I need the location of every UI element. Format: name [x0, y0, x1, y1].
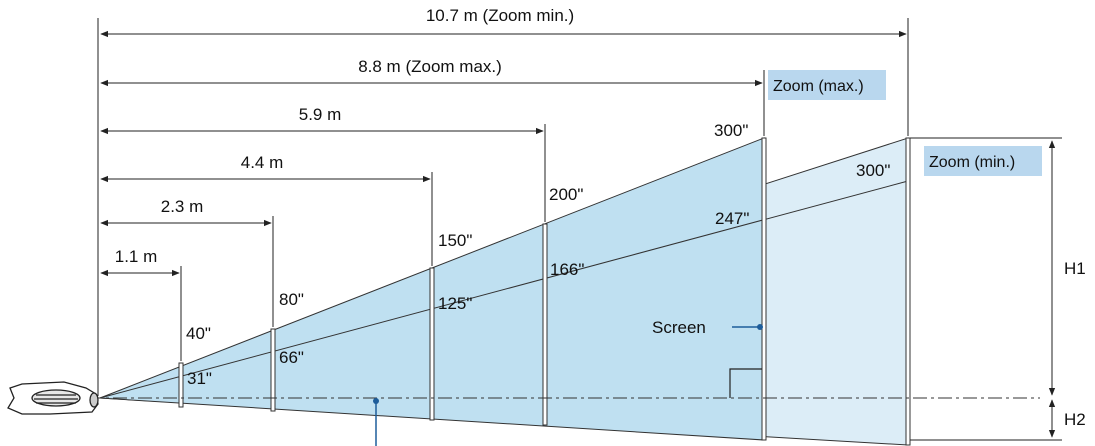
distance-lines	[100, 18, 909, 361]
size-label-31: 31"	[187, 369, 212, 388]
screen-label: Screen	[652, 318, 706, 337]
screen-bars	[178, 137, 911, 446]
distance-label-1-1m: 1.1 m	[115, 247, 158, 266]
distance-label-5-9m: 5.9 m	[299, 105, 342, 124]
size-label-125: 125"	[438, 294, 472, 313]
size-label-200: 200"	[549, 185, 583, 204]
h1-label: H1	[1064, 259, 1086, 278]
size-label-66: 66"	[279, 348, 304, 367]
size-label-300-min: 300"	[856, 161, 890, 180]
zoom-max-tag: Zoom (max.)	[773, 78, 864, 95]
projector-icon	[7, 381, 99, 415]
distance-label-4-4m: 4.4 m	[241, 153, 284, 172]
h2-label: H2	[1064, 410, 1086, 429]
size-label-150: 150"	[438, 231, 472, 250]
size-label-166: 166"	[550, 260, 584, 279]
screen-pointer-dot	[757, 324, 763, 330]
size-label-80: 80"	[279, 290, 304, 309]
distance-label-8-8m: 8.8 m (Zoom max.)	[358, 57, 502, 76]
zoom-min-tag: Zoom (min.)	[929, 154, 1015, 171]
zoom-max-tag-bg	[768, 70, 886, 100]
size-label-300-max: 300"	[714, 121, 748, 140]
right-angle-mark	[729, 368, 762, 398]
lens-center-pointer-dot	[373, 398, 379, 404]
zoom-min-tag-bg	[924, 146, 1042, 176]
size-label-247: 247"	[715, 209, 749, 228]
distance-label-2-3m: 2.3 m	[161, 197, 204, 216]
size-label-40: 40"	[186, 324, 211, 343]
distance-label-10-7m: 10.7 m (Zoom min.)	[426, 6, 574, 25]
